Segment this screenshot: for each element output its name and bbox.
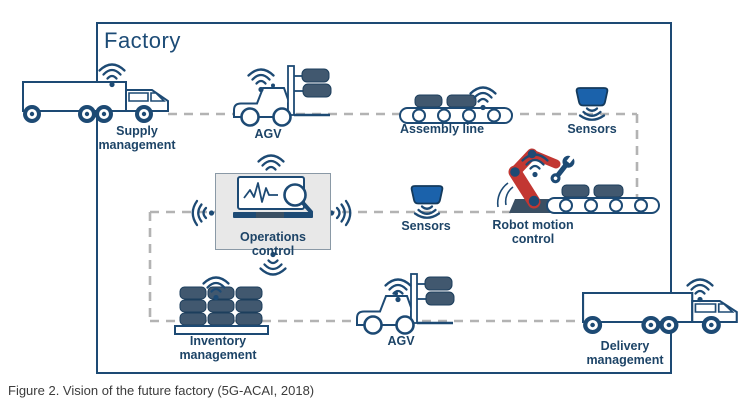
label-sensors-middle: Sensors bbox=[401, 219, 451, 233]
operations-control-box: Operations control bbox=[215, 173, 331, 258]
label-assembly-line: Assembly line bbox=[399, 122, 485, 136]
supply-truck-icon bbox=[22, 81, 169, 124]
label-agv-top: AGV bbox=[254, 127, 282, 141]
factory-title: Factory bbox=[104, 28, 181, 53]
assembly-line-conveyor-icon bbox=[399, 94, 513, 124]
wrench-icon bbox=[550, 154, 575, 184]
magnifier-icon bbox=[283, 183, 313, 214]
figure-caption: Figure 2. Vision of the future factory (… bbox=[8, 383, 315, 398]
label-supply-management: Supply management bbox=[98, 124, 176, 152]
label-agv-bottom: AGV bbox=[387, 334, 415, 348]
sensor-icon bbox=[575, 86, 609, 121]
robot-conveyor-icon bbox=[546, 184, 660, 214]
label-delivery-management: Delivery management bbox=[586, 339, 664, 367]
label-sensors-top: Sensors bbox=[567, 122, 617, 136]
signal-waves-left-icon bbox=[191, 199, 216, 227]
monitor-icon bbox=[233, 176, 313, 218]
label-operations-control: Operations control bbox=[240, 230, 306, 258]
label-inventory-management: Inventory management bbox=[179, 334, 257, 362]
pallet-stack-icon bbox=[174, 286, 269, 335]
factory-boundary bbox=[96, 22, 672, 374]
label-robot-motion-control: Robot motion control bbox=[492, 218, 574, 246]
delivery-truck-icon bbox=[581, 291, 738, 336]
sensor-icon bbox=[410, 184, 444, 219]
